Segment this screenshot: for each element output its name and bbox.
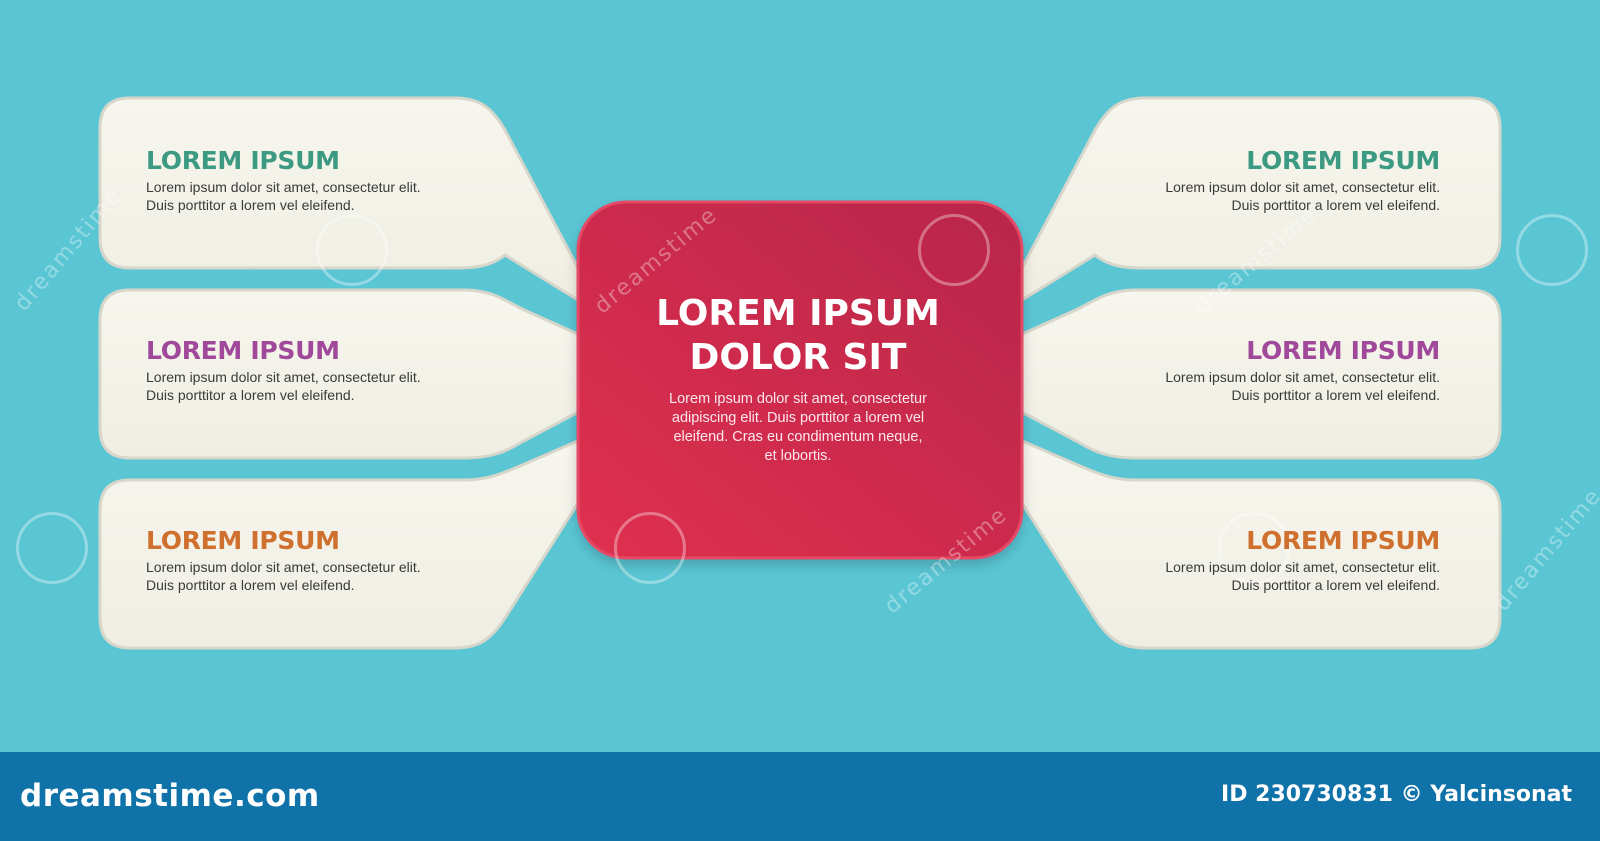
center-box: LOREM IPSUM DOLOR SIT Lorem ipsum dolor … [578, 292, 1018, 466]
card-right-2-shape [1016, 288, 1502, 460]
card-left-1: LOREM IPSUM Lorem ipsum dolor sit amet, … [146, 146, 456, 214]
card-body: Lorem ipsum dolor sit amet, consectetur … [146, 178, 456, 214]
card-left-3: LOREM IPSUM Lorem ipsum dolor sit amet, … [146, 526, 456, 594]
footer-bar: dreamstime.com ID 230730831 © Yalcinsona… [0, 752, 1600, 841]
center-title-line: DOLOR SIT [689, 337, 907, 378]
center-body: Lorem ipsum dolor sit amet, consectetur … [669, 391, 927, 464]
watermark-spiral-icon [16, 512, 88, 584]
card-right-2: LOREM IPSUM Lorem ipsum dolor sit amet, … [1130, 336, 1440, 404]
card-body: Lorem ipsum dolor sit amet, consectetur … [1130, 368, 1440, 404]
card-right-1-shape [1016, 96, 1502, 303]
footer-credit: ID 230730831 © Yalcinsonat [1221, 782, 1572, 807]
card-body: Lorem ipsum dolor sit amet, consectetur … [1130, 558, 1440, 594]
watermark-spiral-icon [316, 214, 388, 286]
watermark-spiral-icon [1516, 214, 1588, 286]
card-title: LOREM IPSUM [146, 146, 340, 175]
card-body-line: Lorem ipsum dolor sit amet, consectetur … [1165, 559, 1440, 575]
center-box-shape [576, 200, 1024, 560]
card-right-3: LOREM IPSUM Lorem ipsum dolor sit amet, … [1130, 526, 1440, 594]
card-body-line: Duis porttitor a lorem vel eleifend. [1231, 577, 1440, 593]
card-body-line: Lorem ipsum dolor sit amet, consectetur … [146, 369, 421, 385]
card-body: Lorem ipsum dolor sit amet, consectetur … [146, 558, 456, 594]
card-title: LOREM IPSUM [1246, 526, 1440, 555]
card-body-line: Duis porttitor a lorem vel eleifend. [146, 577, 355, 593]
card-right-1: LOREM IPSUM Lorem ipsum dolor sit amet, … [1130, 146, 1440, 214]
footer-logo[interactable]: dreamstime.com [20, 778, 320, 814]
card-title: LOREM IPSUM [146, 336, 340, 365]
card-left-3-shape [98, 437, 582, 650]
card-title: LOREM IPSUM [1246, 336, 1440, 365]
watermark-spiral-icon [918, 214, 990, 286]
watermark-spiral-icon [1218, 512, 1290, 584]
card-title: LOREM IPSUM [1246, 146, 1440, 175]
card-title: LOREM IPSUM [146, 526, 340, 555]
watermark-spiral-icon [614, 512, 686, 584]
card-body-line: Duis porttitor a lorem vel eleifend. [146, 197, 355, 213]
card-body-line: Lorem ipsum dolor sit amet, consectetur … [1165, 369, 1440, 385]
card-body-line: Lorem ipsum dolor sit amet, consectetur … [146, 559, 421, 575]
card-left-2: LOREM IPSUM Lorem ipsum dolor sit amet, … [146, 336, 456, 404]
infographic-canvas: LOREM IPSUM Lorem ipsum dolor sit amet, … [10, 96, 1600, 650]
card-left-2-shape [98, 288, 584, 460]
card-body-line: Duis porttitor a lorem vel eleifend. [1231, 197, 1440, 213]
card-left-1-shape [98, 96, 584, 303]
center-title: LOREM IPSUM DOLOR SIT [578, 292, 1018, 380]
card-body-line: Duis porttitor a lorem vel eleifend. [1231, 387, 1440, 403]
card-body-line: Lorem ipsum dolor sit amet, consectetur … [1165, 179, 1440, 195]
card-body: Lorem ipsum dolor sit amet, consectetur … [1130, 178, 1440, 214]
card-body-line: Lorem ipsum dolor sit amet, consectetur … [146, 179, 421, 195]
center-title-line: LOREM IPSUM [656, 293, 940, 334]
card-body-line: Duis porttitor a lorem vel eleifend. [146, 387, 355, 403]
card-body: Lorem ipsum dolor sit amet, consectetur … [146, 368, 456, 404]
